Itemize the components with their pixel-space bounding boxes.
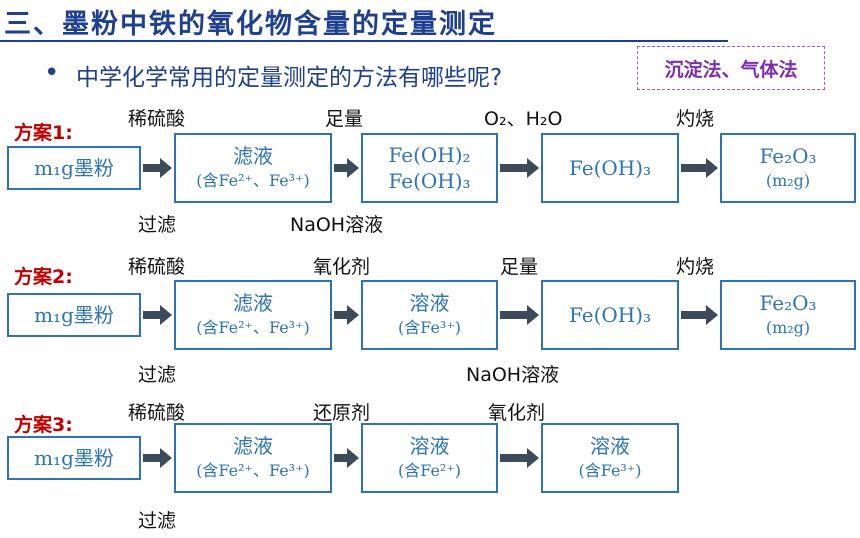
box-line-2: (含Fe²⁺、Fe³⁺)	[196, 171, 310, 190]
box-line-1: m₁g墨粉	[34, 303, 114, 327]
box-line-2: (含Fe³⁺)	[397, 318, 462, 337]
reagent-label: 足量	[325, 108, 364, 130]
box-line-1: 滤液	[233, 434, 273, 458]
operation-label: 过滤	[138, 510, 177, 532]
arrow-line	[143, 164, 160, 172]
question-text: 中学化学常用的定量测定的方法有哪些呢?	[76, 65, 503, 91]
arrow-head-icon	[527, 448, 539, 468]
box-line-1: Fe(OH)₃	[568, 156, 652, 180]
reagent-label: 稀硫酸	[128, 256, 186, 278]
box-line-1: Fe(OH)₃	[568, 303, 652, 327]
operation-label: NaOH溶液	[466, 364, 560, 386]
product-box: 滤液 (含Fe²⁺、Fe³⁺)	[174, 133, 332, 203]
arrow-line	[143, 454, 160, 462]
arrow-head-icon	[706, 158, 718, 178]
page-title: 三、墨粉中铁的氧化物含量的定量测定	[4, 9, 497, 40]
arrow-line	[500, 311, 527, 319]
arrow-line	[681, 311, 706, 319]
reagent-label: 氧化剂	[488, 402, 546, 424]
scheme-label: 方案3:	[14, 414, 73, 436]
sample-box: m₁g墨粉	[7, 436, 141, 480]
sample-box: m₁g墨粉	[7, 293, 141, 337]
product-box: 滤液 (含Fe²⁺、Fe³⁺)	[174, 423, 332, 493]
box-line-1: Fe(OH)₂	[388, 143, 471, 167]
box-line-1: 滤液	[233, 291, 273, 315]
box-line-1: 溶液	[409, 434, 450, 458]
arrow-head-icon	[347, 305, 359, 325]
scheme-label: 方案1:	[14, 122, 73, 144]
box-line-2: Fe(OH)₃	[388, 169, 471, 193]
box-line-1: Fe₂O₃	[759, 291, 817, 315]
arrow-line	[500, 454, 527, 462]
product-box: 溶液 (含Fe³⁺)	[361, 280, 498, 350]
arrow-head-icon	[347, 158, 359, 178]
arrow-line	[334, 311, 347, 319]
arrow-head-icon	[160, 158, 172, 178]
product-box: Fe(OH)₃	[541, 280, 679, 350]
product-box: Fe(OH)₃	[541, 133, 679, 203]
box-line-1: 溶液	[409, 291, 450, 315]
product-box: 溶液 (含Fe³⁺)	[541, 423, 679, 493]
operation-label: 过滤	[138, 364, 177, 386]
reagent-label: O₂、H₂O	[484, 108, 563, 130]
arrow-head-icon	[527, 158, 539, 178]
box-line-2: (含Fe²⁺、Fe³⁺)	[196, 461, 310, 480]
box-line-1: 滤液	[233, 144, 273, 168]
box-line-1: m₁g墨粉	[34, 156, 114, 180]
reagent-label: 稀硫酸	[128, 402, 186, 424]
arrow-line	[334, 164, 347, 172]
reagent-label: 足量	[500, 256, 539, 278]
product-box: Fe₂O₃ (m₂g)	[720, 133, 856, 203]
arrow-head-icon	[160, 305, 172, 325]
box-line-2: (m₂g)	[765, 318, 811, 337]
reagent-label: 稀硫酸	[128, 108, 186, 130]
product-box: Fe₂O₃ (m₂g)	[720, 280, 856, 350]
arrow-line	[143, 311, 160, 319]
box-line-2: (含Fe²⁺)	[397, 461, 462, 480]
arrow-line	[500, 164, 527, 172]
product-box: 溶液 (含Fe²⁺)	[361, 423, 498, 493]
box-line-2: (含Fe²⁺、Fe³⁺)	[196, 318, 310, 337]
arrow-head-icon	[527, 305, 539, 325]
title-underline	[0, 40, 728, 42]
arrow-head-icon	[706, 305, 718, 325]
bullet-icon: •	[44, 58, 60, 88]
answer-box: 沉淀法、气体法	[637, 46, 825, 90]
arrow-head-icon	[347, 448, 359, 468]
reagent-label: 灼烧	[676, 256, 715, 278]
box-line-2: (m₂g)	[765, 171, 811, 190]
arrow-head-icon	[160, 448, 172, 468]
box-line-2: (含Fe³⁺)	[578, 461, 642, 480]
sample-box: m₁g墨粉	[7, 146, 141, 190]
operation-label: 过滤	[138, 214, 177, 236]
scheme-label: 方案2:	[14, 266, 73, 288]
arrow-line	[681, 164, 706, 172]
reagent-label: 灼烧	[676, 108, 715, 130]
product-box: 滤液 (含Fe²⁺、Fe³⁺)	[174, 280, 332, 350]
box-line-1: 溶液	[590, 434, 630, 458]
reagent-label: 还原剂	[313, 402, 371, 424]
box-line-1: Fe₂O₃	[759, 144, 817, 168]
arrow-line	[334, 454, 347, 462]
box-line-1: m₁g墨粉	[34, 446, 114, 470]
operation-label: NaOH溶液	[290, 214, 384, 236]
reagent-label: 氧化剂	[313, 256, 371, 278]
